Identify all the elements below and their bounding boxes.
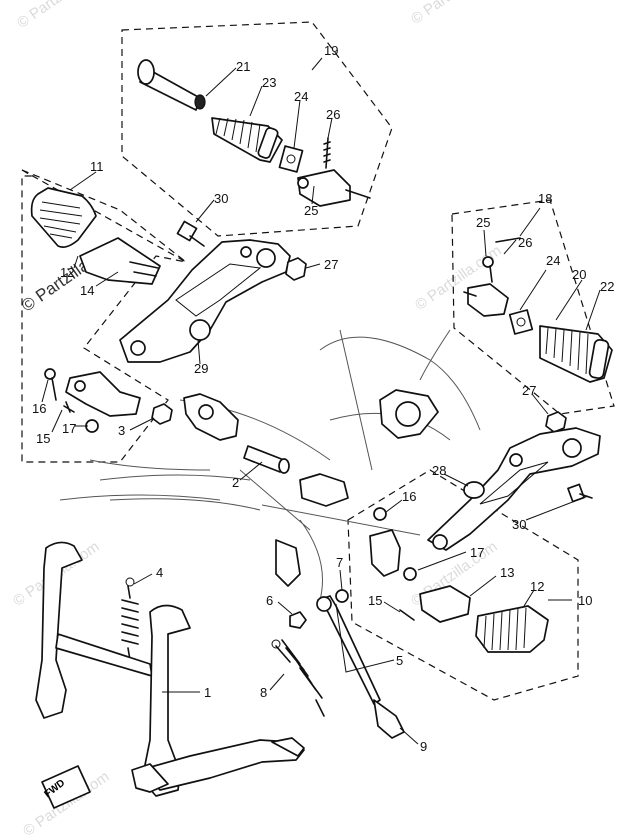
bolt-30-left — [176, 220, 205, 247]
callout-2: 2 — [232, 475, 240, 490]
group-11-box-extra — [21, 169, 187, 263]
group-19-box — [121, 21, 393, 237]
callout-9: 9 — [420, 739, 428, 754]
group-18-box — [451, 199, 615, 415]
nut-27-left — [285, 257, 307, 281]
pin-15-right — [399, 609, 415, 621]
washer-24-right — [508, 309, 534, 335]
callout-15: 15 — [36, 431, 51, 446]
nut-7 — [335, 589, 349, 603]
callout-16-right: 16 — [402, 489, 417, 504]
group-10-box — [347, 469, 579, 701]
callout-26: 26 — [326, 107, 341, 122]
callout-21: 21 — [236, 59, 251, 74]
footrest-holder-13 — [419, 585, 471, 623]
callout-19: 19 — [324, 43, 339, 58]
footrest-rubber-11 — [30, 187, 97, 248]
bolt-26-right — [495, 237, 521, 243]
pin-15-left — [63, 401, 75, 413]
callout-17: 17 — [62, 421, 77, 436]
bolt-16-right — [373, 507, 387, 521]
callout-20: 20 — [572, 267, 587, 282]
bolt-26-top — [323, 137, 331, 169]
callout-25: 25 — [304, 203, 319, 218]
callout-24: 24 — [294, 89, 309, 104]
leader-lines — [41, 57, 601, 745]
pivot-shaft-2 — [243, 445, 290, 474]
callout-24-right: 24 — [546, 253, 561, 268]
bolt-6 — [289, 611, 307, 629]
callout-1: 1 — [204, 685, 212, 700]
callout-12: 12 — [60, 265, 75, 280]
callout-22: 22 — [600, 279, 615, 294]
frame-boss — [379, 389, 439, 439]
fwd-arrow — [41, 765, 91, 809]
footrest-rod-19 — [137, 59, 206, 111]
callout-8: 8 — [260, 685, 268, 700]
spring-8 — [271, 639, 325, 717]
callout-30-right: 30 — [512, 517, 527, 532]
footrest-rubber-22 — [539, 325, 613, 383]
callout-27: 27 — [324, 257, 339, 272]
callout-23: 23 — [262, 75, 277, 90]
bolt-30-right — [567, 483, 593, 503]
footrest-holder-14 — [79, 237, 161, 285]
side-stand-5 — [316, 595, 405, 739]
callout-6: 6 — [266, 593, 274, 608]
frame-ghost-2 — [99, 469, 323, 601]
footrest-holder-18 — [463, 283, 509, 317]
stand-bracket — [183, 393, 239, 441]
footrest-rubber-23 — [211, 117, 283, 163]
callout-7: 7 — [336, 555, 344, 570]
footrest-bracket-28 — [427, 427, 601, 551]
footrest-holder-right — [369, 529, 401, 577]
group-11-box — [21, 169, 187, 463]
callout-13: 13 — [500, 565, 515, 580]
callout-27-right: 27 — [522, 383, 537, 398]
callout-10: 10 — [578, 593, 593, 608]
callout-29: 29 — [194, 361, 209, 376]
callout-15-right: 15 — [368, 593, 383, 608]
callout-11: 11 — [90, 159, 104, 174]
callout-4: 4 — [156, 565, 164, 580]
callout-17-right: 17 — [470, 545, 485, 560]
callout-26-right: 26 — [518, 235, 533, 250]
nut-27-right — [545, 411, 567, 433]
bolt-16-left — [44, 368, 57, 401]
callout-12-right: 12 — [530, 579, 545, 594]
frame-mount — [275, 473, 349, 587]
footrest-bracket-19 — [297, 169, 371, 207]
callout-30: 30 — [214, 191, 229, 206]
callout-14: 14 — [80, 283, 95, 298]
footrest-rubber-12 — [475, 605, 549, 653]
spring-4 — [121, 577, 139, 661]
callout-28: 28 — [432, 463, 447, 478]
clip-17-right — [403, 567, 417, 581]
bolt-25-right — [482, 256, 494, 283]
main-stand-1 — [35, 541, 305, 797]
callout-25-right: 25 — [476, 215, 491, 230]
washer-24-top — [278, 145, 304, 173]
callout-3: 3 — [118, 423, 126, 438]
callout-18: 18 — [538, 191, 553, 206]
footrest-holder-left-lower — [65, 371, 141, 417]
collar-28 — [463, 481, 485, 499]
nut-3 — [151, 403, 173, 425]
callout-5: 5 — [396, 653, 404, 668]
callout-16: 16 — [32, 401, 47, 416]
